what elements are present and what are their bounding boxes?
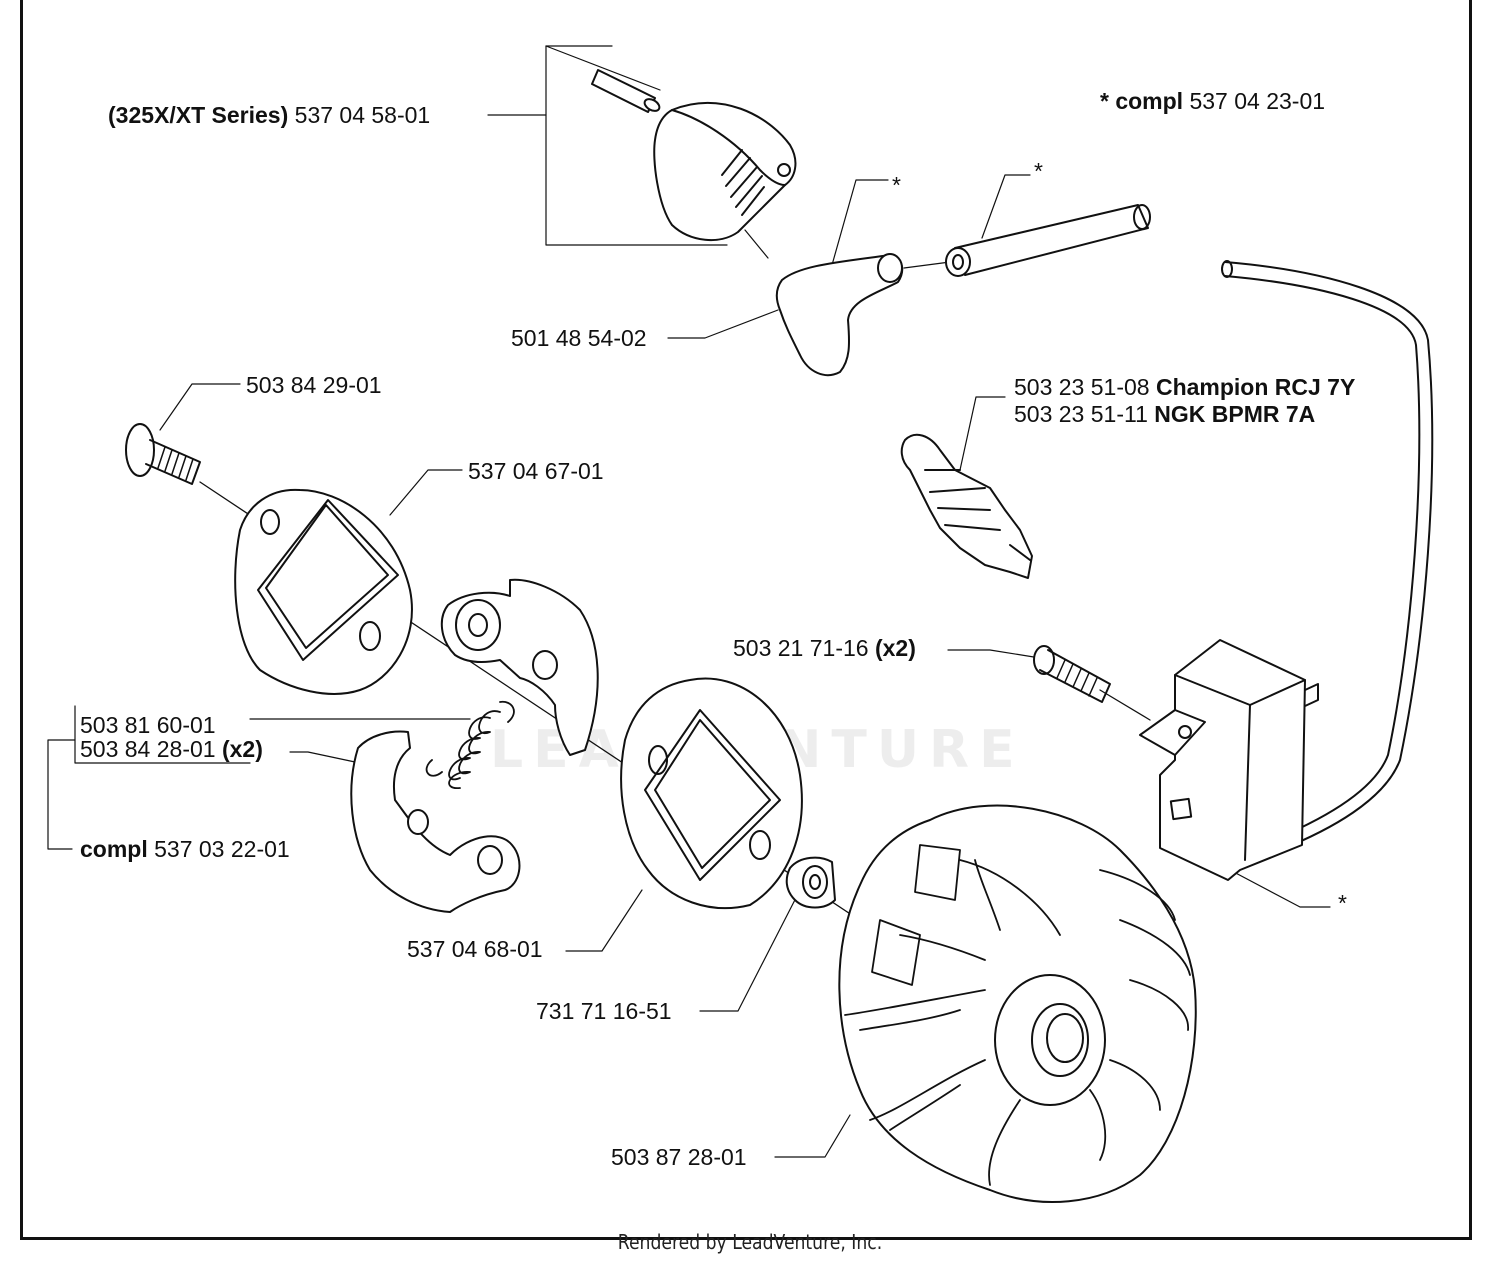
label-compl-bold: compl	[80, 836, 148, 862]
label-part-number: 537 03 22-01	[147, 836, 290, 862]
label-spark-plug-champion: 503 23 51-08 Champion RCJ 7Y	[1014, 374, 1355, 400]
label-coil-screw: 503 21 71-16 (x2)	[733, 635, 916, 661]
label-compl-bold: * compl	[1100, 88, 1184, 114]
label-star-tube: *	[1034, 158, 1043, 184]
label-part-number: 503 21 71-16	[733, 635, 875, 661]
label-washer-plate: 537 04 67-01	[468, 458, 604, 484]
label-spark-plug-ngk: 503 23 51-11 NGK BPMR 7A	[1014, 401, 1315, 427]
label-star-coil: *	[1338, 890, 1347, 916]
label-part-number: 537 04 23-01	[1183, 88, 1326, 114]
footer-credit: Rendered by LeadVenture, Inc.	[617, 1230, 883, 1254]
label-clutch-shoe: 503 84 28-01 (x2)	[80, 736, 263, 762]
hose-part	[945, 204, 1151, 277]
label-quantity: (x2)	[221, 736, 263, 762]
label-star-boot: *	[892, 172, 901, 198]
spring-part	[425, 700, 515, 789]
label-plug-brand: NGK BPMR 7A	[1154, 401, 1316, 427]
label-plug-brand: Champion RCJ 7Y	[1155, 374, 1356, 400]
label-flywheel: 503 87 28-01	[611, 1144, 747, 1170]
label-plate-lower: 537 04 68-01	[407, 936, 543, 962]
label-nut: 731 71 16-51	[536, 998, 672, 1024]
clutch-shoe-lower-part	[350, 730, 521, 913]
label-spring: 503 81 60-01	[80, 712, 216, 738]
label-clutch-compl: compl 537 03 22-01	[80, 836, 290, 862]
coil-screw-part	[1033, 645, 1111, 703]
diagram-frame	[20, 0, 1472, 1240]
clutch-shoe-upper-part	[440, 578, 599, 756]
upper-plate-part	[234, 488, 413, 695]
flywheel-part	[838, 804, 1197, 1203]
label-quantity: (x2)	[874, 635, 916, 661]
label-part-number: 503 23 51-11	[1014, 401, 1155, 427]
screw-part	[125, 423, 201, 485]
label-spark-boot: 501 48 54-02	[511, 325, 647, 351]
pin-part	[591, 69, 661, 113]
label-trigger-cover: (325X/XT Series) 537 04 58-01	[108, 102, 430, 128]
spark-cover-part	[653, 101, 797, 242]
label-part-number: 503 84 28-01	[80, 736, 222, 762]
spark-plug-part	[900, 433, 1033, 579]
spark-boot-part	[775, 253, 904, 377]
label-part-number: 537 04 58-01	[288, 102, 431, 128]
nut-part	[785, 856, 836, 909]
label-compl-top: * compl 537 04 23-01	[1100, 88, 1325, 114]
label-series-bold: (325X/XT Series)	[108, 102, 289, 128]
ignition-module-part	[1139, 639, 1319, 881]
ignition-wire-part	[1221, 260, 1434, 851]
label-part-number: 503 23 51-08	[1014, 374, 1156, 400]
label-screw-top: 503 84 29-01	[246, 372, 382, 398]
leader-lines	[47, 45, 1331, 1158]
lower-plate-part	[620, 677, 803, 909]
